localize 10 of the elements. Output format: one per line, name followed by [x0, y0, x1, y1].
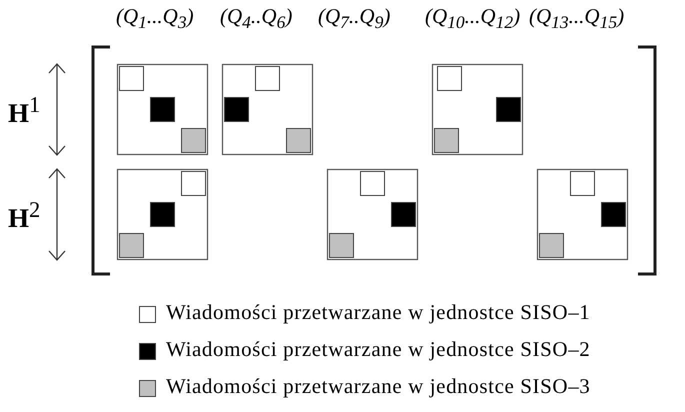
row-label: H$^{2}$: [8, 199, 40, 232]
column-label: (Q$_{10}$...Q$_{12}$): [425, 6, 520, 32]
column-label: (Q$_{7}$..Q$_{9}$): [318, 6, 390, 32]
column-label: (Q$_{4}$..Q$_{6}$): [220, 6, 292, 32]
legend-text: Wiadomości przetwarzane w jednostce SISO–2: [166, 339, 590, 360]
column-label: (Q$_{13}$...Q$_{15}$): [529, 6, 624, 32]
legend-text: Wiadomości przetwarzane w jednostce SISO–3: [166, 376, 590, 397]
row-label: H$^{1}$: [8, 94, 40, 127]
legend-text: Wiadomości przetwarzane w jednostce SISO–1: [166, 302, 590, 323]
column-label: (Q$_{1}$...Q$_{3}$): [116, 6, 194, 32]
